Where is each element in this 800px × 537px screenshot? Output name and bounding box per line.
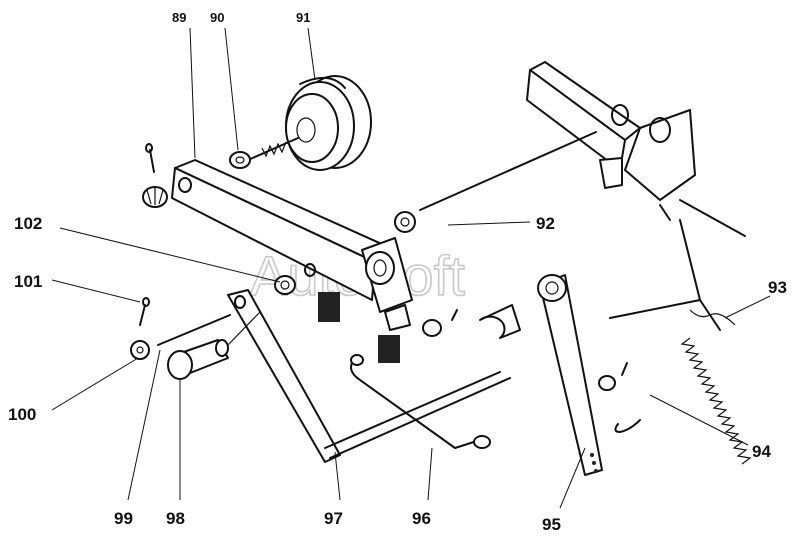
callout-94: 94 bbox=[752, 442, 771, 461]
callout-97: 97 bbox=[324, 509, 343, 528]
part-102-washer bbox=[274, 275, 296, 295]
callout-89: 89 bbox=[172, 10, 186, 25]
frame-right bbox=[526, 61, 746, 237]
part-102-washer-hole bbox=[280, 280, 290, 290]
callout-99: 99 bbox=[114, 509, 133, 528]
callout-96: 96 bbox=[412, 509, 431, 528]
clevis-housing bbox=[318, 237, 413, 363]
callout-93: 93 bbox=[768, 278, 787, 297]
pins-washers-center bbox=[422, 304, 628, 391]
part-90-washer bbox=[229, 137, 299, 169]
callout-98: 98 bbox=[166, 509, 185, 528]
part-98-clevis-pin bbox=[167, 311, 261, 380]
callout-100: 100 bbox=[8, 405, 36, 424]
part-95-lever bbox=[537, 274, 603, 476]
leader-lines bbox=[51, 27, 771, 509]
part-97-bracket bbox=[227, 289, 511, 463]
linkage-rods-right bbox=[609, 219, 736, 331]
callout-90: 90 bbox=[210, 10, 224, 25]
part-91-booster-drum bbox=[285, 75, 372, 171]
callout-95: 95 bbox=[542, 515, 561, 534]
part-96-bent-rod bbox=[350, 354, 491, 449]
callout-91: 91 bbox=[296, 10, 310, 25]
callout-92: 92 bbox=[536, 214, 555, 233]
callout-101: 101 bbox=[14, 272, 42, 291]
part-89-main-beam bbox=[171, 159, 396, 301]
connecting-rod bbox=[394, 131, 597, 233]
part-99-100-101-fasteners bbox=[130, 297, 231, 360]
castle-nut-left bbox=[142, 143, 168, 208]
callout-102: 102 bbox=[14, 214, 42, 233]
part-94-spring bbox=[614, 337, 752, 465]
